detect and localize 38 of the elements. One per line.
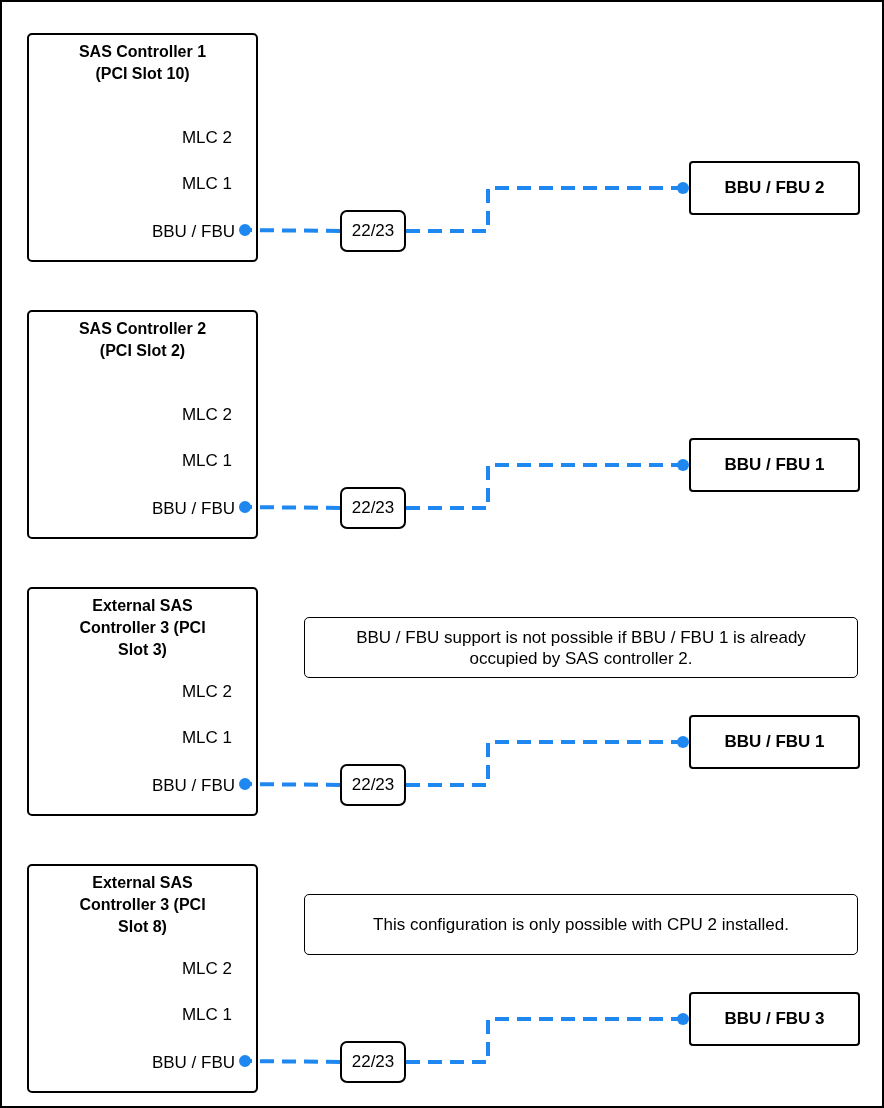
dashed-cable-line	[406, 459, 689, 510]
controller-title: External SAS Controller 3 (PCI Slot 3)	[78, 596, 207, 660]
note-box: This configuration is only possible with CPU 2 installed.	[304, 894, 858, 955]
port-label: MLC 1	[181, 451, 232, 471]
port-label: MLC 2	[181, 682, 232, 702]
dashed-cable-line	[239, 224, 341, 236]
note-box: BBU / FBU support is not possible if BBU / FBU 1 is already occupied by SAS controller 2.	[304, 617, 858, 678]
port-label: MLC 2	[181, 959, 232, 979]
battery-unit-box: BBU / FBU 3	[689, 992, 860, 1046]
port-label: MLC 2	[181, 405, 232, 425]
dashed-cable-line	[406, 182, 689, 233]
dashed-cable-line	[406, 736, 689, 787]
port-label: BBU / FBU	[122, 776, 247, 796]
dashed-cable-line	[239, 778, 341, 790]
port-label: MLC 1	[181, 728, 232, 748]
port-label: MLC 1	[181, 174, 232, 194]
controller-title: SAS Controller 2 (PCI Slot 2)	[77, 319, 208, 361]
port-label: BBU / FBU	[122, 499, 247, 519]
connector-box: 22/23	[340, 1041, 406, 1083]
dashed-cable-line	[239, 1055, 341, 1067]
port-label: BBU / FBU	[122, 1053, 247, 1073]
controller-box	[27, 587, 258, 816]
port-label: BBU / FBU	[122, 222, 247, 242]
battery-unit-box: BBU / FBU 2	[689, 161, 860, 215]
port-label: MLC 1	[181, 1005, 232, 1025]
controller-box	[27, 310, 258, 539]
controller-title: SAS Controller 1 (PCI Slot 10)	[77, 42, 208, 84]
battery-unit-box: BBU / FBU 1	[689, 438, 860, 492]
port-label: MLC 2	[181, 128, 232, 148]
dashed-cable-line	[239, 501, 341, 513]
controller-box	[27, 864, 258, 1093]
dashed-cable-line	[406, 1013, 689, 1064]
connector-box: 22/23	[340, 487, 406, 529]
battery-unit-box: BBU / FBU 1	[689, 715, 860, 769]
controller-title: External SAS Controller 3 (PCI Slot 8)	[78, 873, 207, 937]
connector-box: 22/23	[340, 210, 406, 252]
connector-box: 22/23	[340, 764, 406, 806]
controller-box	[27, 33, 258, 262]
